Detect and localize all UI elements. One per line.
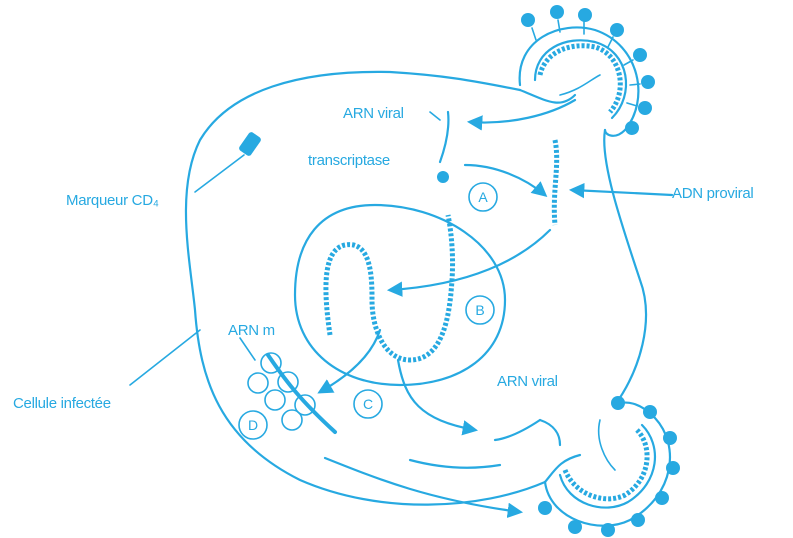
spike-knob xyxy=(521,13,535,27)
svg-text:B: B xyxy=(475,302,484,318)
step-d: D xyxy=(239,411,267,439)
spike-knob xyxy=(666,461,680,475)
mrna-ribosomes xyxy=(248,353,335,432)
spike-knob xyxy=(601,523,615,537)
budding-virus-top xyxy=(520,5,655,136)
spike-knob xyxy=(610,23,624,37)
svg-text:D: D xyxy=(248,417,258,433)
spike-knob xyxy=(538,501,552,515)
pointer-arn-viral xyxy=(430,112,440,120)
label-arn-viral-bottom: ARN viral xyxy=(497,373,558,390)
spike-knob xyxy=(578,8,592,22)
spike-knob xyxy=(611,396,625,410)
proviral-dna xyxy=(554,140,556,225)
label-marqueur-cd4: Marqueur CD₄ xyxy=(66,192,159,209)
step-b: B xyxy=(466,296,494,324)
viral-rna-top xyxy=(440,112,448,162)
svg-text:A: A xyxy=(478,189,488,205)
spike-knob xyxy=(550,5,564,19)
step-a: A xyxy=(469,183,497,211)
spike-knob xyxy=(631,513,645,527)
label-adn-proviral: ADN proviral xyxy=(672,185,753,202)
pointer-arn-m xyxy=(240,338,255,360)
step-c: C xyxy=(354,390,382,418)
label-arn-viral-top: ARN viral xyxy=(343,105,404,122)
spike-knob xyxy=(641,75,655,89)
viral-rna-bottom xyxy=(495,420,560,445)
cd4-marker xyxy=(195,131,262,192)
spike-knob xyxy=(568,520,582,534)
label-transcriptase: transcriptase xyxy=(308,152,390,169)
label-cellule-infectee: Cellule infectée xyxy=(13,395,111,412)
spike-knob xyxy=(663,431,677,445)
pointer-cellule xyxy=(130,330,200,385)
nuclear-dna xyxy=(326,215,453,360)
spike-knob xyxy=(625,121,639,135)
spike-knob xyxy=(638,101,652,115)
spike-knob xyxy=(643,405,657,419)
spike-knob xyxy=(633,48,647,62)
spike-knob xyxy=(655,491,669,505)
label-arn-m: ARN m xyxy=(228,322,275,339)
svg-text:C: C xyxy=(363,396,373,412)
transcriptase-enzyme xyxy=(437,171,449,183)
